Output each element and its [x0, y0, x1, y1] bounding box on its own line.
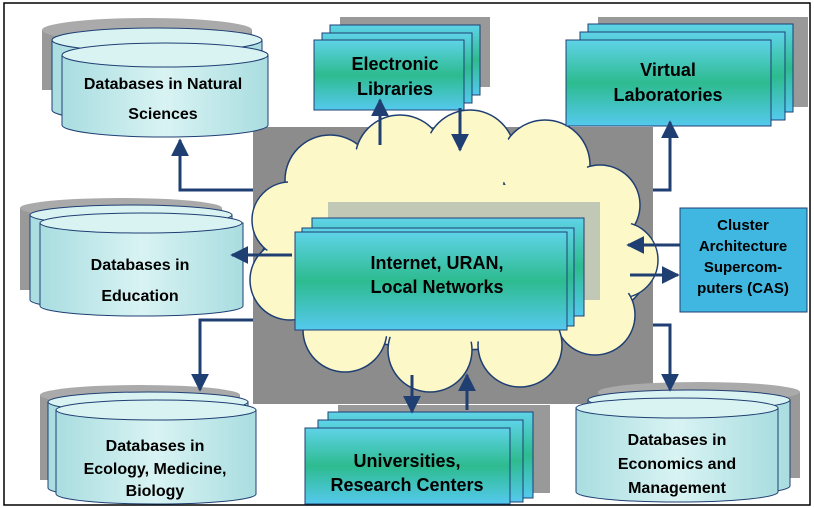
connectors: [171, 98, 680, 414]
db-natural-label-2: Sciences: [128, 106, 197, 123]
electronic-libraries-box: Electronic Libraries: [313, 17, 490, 111]
db-education-label-1: Databases in: [91, 257, 190, 274]
network-label-1: Internet, URAN,: [370, 253, 503, 273]
db-education-cylinder: Databases in Education: [20, 198, 244, 317]
db-economics-label-2: Economics and: [618, 456, 736, 473]
db-economics-cylinder: Databases in Economics and Management: [575, 382, 800, 503]
universities-label-2: Research Centers: [330, 475, 483, 495]
db-natural-label-1: Databases in Natural: [84, 76, 242, 93]
virtual-laboratories-label-2: Laboratories: [613, 85, 722, 105]
db-education-label-2: Education: [101, 288, 178, 305]
cas-label-2: Architecture: [699, 238, 787, 255]
cas-label-3: Supercom-: [704, 259, 782, 276]
cas-label-4: puters (CAS): [697, 280, 789, 297]
arrow-to-economics: [653, 323, 679, 392]
virtual-laboratories-label-1: Virtual: [640, 60, 696, 80]
outer-frame: [3, 2, 811, 506]
virtual-laboratories-box: Virtual Laboratories: [565, 17, 808, 127]
db-ecology-label-3: Biology: [126, 483, 185, 500]
arrow-to-virtual-labs: [653, 120, 679, 192]
db-ecology-cylinder: Databases in Ecology, Medicine, Biology: [40, 385, 257, 505]
universities-label-1: Universities,: [353, 451, 460, 471]
cas-label-1: Cluster: [717, 217, 769, 234]
network-box: Internet, URAN, Local Networks: [294, 202, 600, 331]
arrow-to-ecology: [191, 318, 253, 392]
db-natural-sciences-cylinder: Databases in Natural Sciences: [42, 18, 269, 138]
db-economics-label-3: Management: [628, 480, 726, 497]
db-economics-label-1: Databases in: [628, 432, 727, 449]
universities-box: Universities, Research Centers: [304, 405, 550, 505]
electronic-libraries-label-1: Electronic: [351, 54, 438, 74]
electronic-libraries-label-2: Libraries: [357, 79, 433, 99]
db-ecology-label-1: Databases in: [106, 438, 205, 455]
network-label-2: Local Networks: [370, 277, 503, 297]
arrow-to-natural: [171, 138, 253, 192]
db-ecology-label-2: Ecology, Medicine,: [84, 461, 227, 478]
cas-box: Cluster Architecture Supercom- puters (C…: [679, 207, 808, 313]
